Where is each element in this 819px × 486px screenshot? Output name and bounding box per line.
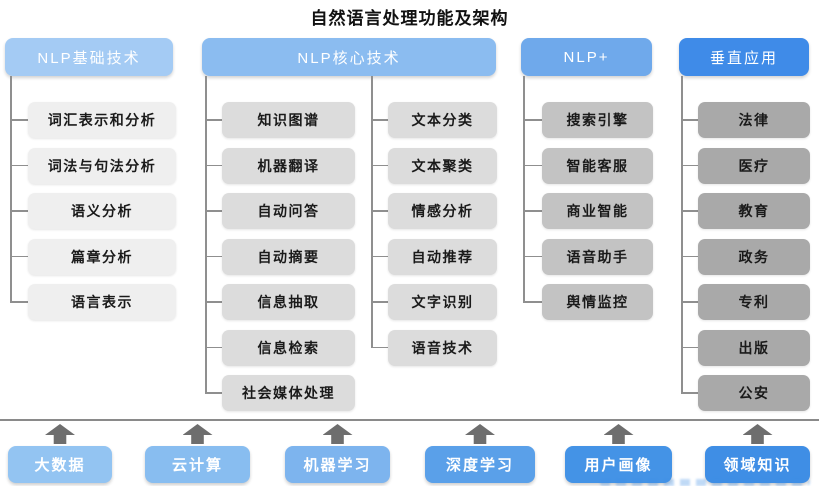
connector-vertical-line bbox=[205, 76, 207, 393]
connector-tick-line bbox=[371, 164, 388, 167]
item-box: 信息抽取 bbox=[222, 284, 355, 320]
item-box: 文字识别 bbox=[388, 284, 497, 320]
connector-tick-line bbox=[10, 119, 28, 121]
connector-tick-line bbox=[681, 392, 698, 394]
header-nlp-core-tech: NLP核心技术 bbox=[202, 38, 496, 76]
up-arrow-icon bbox=[603, 424, 634, 444]
foundation-box: 领域知识 bbox=[705, 446, 810, 483]
connector-tick-line bbox=[371, 210, 388, 212]
connector-tick-line bbox=[523, 301, 542, 303]
item-box: 政务 bbox=[698, 238, 810, 275]
connector-vertical-line bbox=[10, 76, 12, 302]
watermark-cutoff bbox=[600, 479, 810, 486]
item-box: 智能客服 bbox=[542, 147, 653, 184]
item-box: 医疗 bbox=[698, 147, 810, 184]
connector-tick-line bbox=[205, 255, 222, 258]
item-box: 语音技术 bbox=[388, 329, 497, 366]
item-box: 搜索引擎 bbox=[542, 102, 653, 138]
up-arrow-icon bbox=[182, 424, 213, 444]
item-box: 社会媒体处理 bbox=[222, 375, 355, 411]
item-box: 语音助手 bbox=[542, 238, 653, 275]
item-box: 自动摘要 bbox=[222, 238, 355, 275]
connector-tick-line bbox=[10, 210, 28, 212]
item-box: 自动推荐 bbox=[388, 238, 497, 275]
item-box: 词汇表示和分析 bbox=[28, 102, 176, 138]
connector-tick-line bbox=[523, 119, 542, 121]
item-box: 情感分析 bbox=[388, 193, 497, 229]
item-box: 出版 bbox=[698, 329, 810, 366]
foundation-box: 机器学习 bbox=[285, 446, 390, 483]
item-box: 商业智能 bbox=[542, 193, 653, 229]
connector-vertical-line bbox=[371, 76, 373, 348]
item-box: 语义分析 bbox=[28, 193, 176, 229]
connector-tick-line bbox=[681, 210, 698, 212]
item-box: 文本分类 bbox=[388, 102, 497, 138]
header-nlp-plus: NLP+ bbox=[521, 38, 652, 76]
connector-tick-line bbox=[205, 301, 222, 303]
up-arrow-icon bbox=[742, 424, 773, 444]
connector-tick-line bbox=[10, 301, 28, 303]
connector-tick-line bbox=[371, 119, 388, 121]
item-box: 知识图谱 bbox=[222, 102, 355, 138]
up-arrow-icon bbox=[465, 424, 495, 444]
connector-tick-line bbox=[523, 255, 542, 258]
connector-tick-line bbox=[10, 164, 28, 167]
connector-tick-line bbox=[371, 346, 388, 349]
header-nlp-basic-tech: NLP基础技术 bbox=[5, 38, 173, 76]
item-box: 专利 bbox=[698, 284, 810, 320]
connector-tick-line bbox=[205, 210, 222, 212]
up-arrow-icon bbox=[322, 424, 353, 444]
connector-tick-line bbox=[681, 255, 698, 258]
connector-tick-line bbox=[205, 346, 222, 349]
connector-tick-line bbox=[371, 301, 388, 303]
connector-vertical-line bbox=[523, 76, 525, 302]
connector-tick-line bbox=[205, 164, 222, 167]
item-box: 机器翻译 bbox=[222, 147, 355, 184]
connector-vertical-line bbox=[681, 76, 683, 393]
item-box: 自动问答 bbox=[222, 193, 355, 229]
item-box: 文本聚类 bbox=[388, 147, 497, 184]
item-box: 语言表示 bbox=[28, 284, 176, 320]
header-vertical-apps: 垂直应用 bbox=[679, 38, 809, 76]
item-box: 篇章分析 bbox=[28, 238, 176, 275]
item-box: 舆情监控 bbox=[542, 284, 653, 320]
item-box: 词法与句法分析 bbox=[28, 147, 176, 184]
foundation-box: 云计算 bbox=[145, 446, 250, 483]
connector-tick-line bbox=[523, 164, 542, 167]
item-box: 教育 bbox=[698, 193, 810, 229]
item-box: 法律 bbox=[698, 102, 810, 138]
item-box: 信息检索 bbox=[222, 329, 355, 366]
up-arrow-icon bbox=[45, 424, 75, 444]
connector-tick-line bbox=[681, 346, 698, 349]
item-box: 公安 bbox=[698, 375, 810, 411]
connector-tick-line bbox=[205, 119, 222, 121]
connector-tick-line bbox=[205, 392, 222, 394]
diagram-title: 自然语言处理功能及架构 bbox=[310, 9, 509, 28]
foundation-box: 大数据 bbox=[8, 446, 112, 483]
connector-tick-line bbox=[681, 164, 698, 167]
separator-line bbox=[0, 419, 819, 421]
connector-tick-line bbox=[681, 119, 698, 121]
connector-tick-line bbox=[681, 301, 698, 303]
foundation-box: 用户画像 bbox=[565, 446, 672, 483]
foundation-box: 深度学习 bbox=[425, 446, 535, 483]
connector-tick-line bbox=[523, 210, 542, 212]
connector-tick-line bbox=[10, 255, 28, 258]
connector-tick-line bbox=[371, 255, 388, 258]
